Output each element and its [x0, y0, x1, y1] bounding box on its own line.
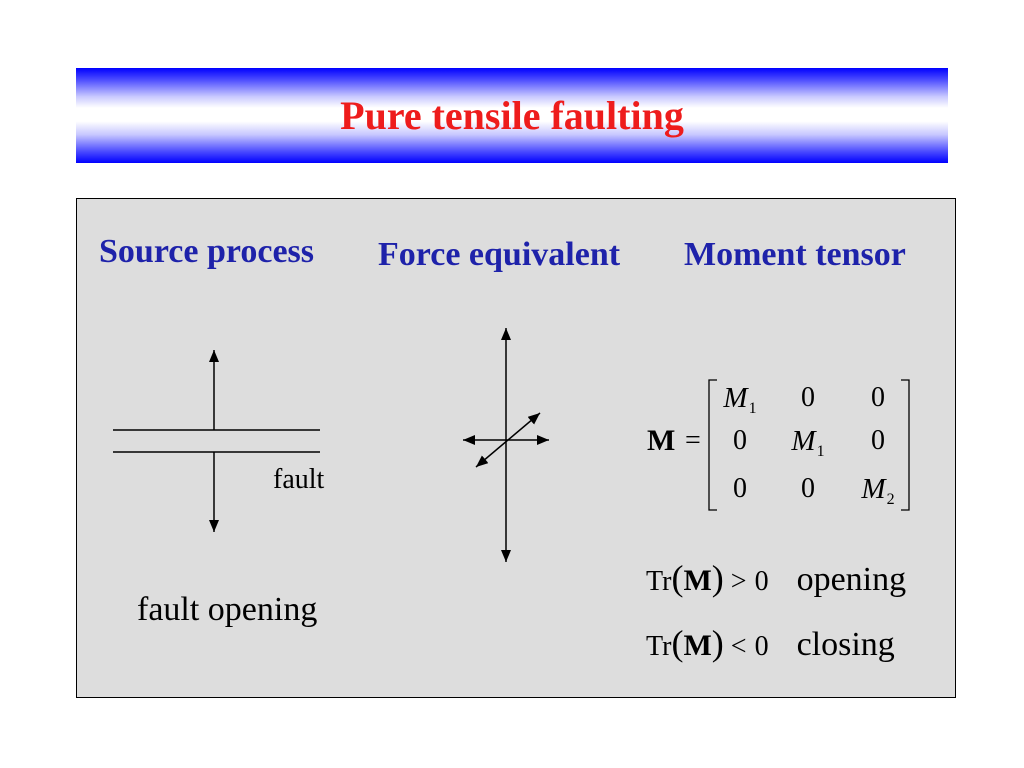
heading-source-process: Source process — [99, 233, 315, 270]
matrix-left-bracket — [708, 379, 717, 511]
heading-force-equivalent: Force equivalent — [378, 236, 621, 273]
relation-symbol: < — [730, 631, 747, 662]
matrix-cell-r3-c2: 0 — [801, 473, 815, 504]
title-bar: Pure tensile faulting — [76, 68, 948, 163]
close-paren: ) — [711, 623, 724, 663]
open-paren: ( — [671, 623, 684, 663]
matrix-cell-r2-c1: 0 — [733, 425, 747, 456]
trace-operator: Tr — [646, 566, 672, 597]
trace-operator: Tr — [646, 631, 672, 662]
slide-title: Pure tensile faulting — [340, 92, 684, 138]
heading-moment-tensor: Moment tensor — [684, 236, 906, 273]
matrix-cell-r3-c1: 0 — [733, 473, 747, 504]
matrix-cell-r1-c2: 0 — [801, 382, 815, 413]
force-diagonal-dipole — [475, 412, 541, 468]
matrix-cell-subscript: 1 — [816, 443, 825, 460]
trace-condition-opening: Tr(M)>0 opening — [646, 558, 906, 602]
fault-label: fault — [273, 464, 325, 495]
source-process-diagram — [113, 350, 320, 532]
equals-sign: = — [685, 425, 701, 456]
moment-tensor-symbol: M — [647, 424, 676, 457]
matrix-cell-r1-c3: 0 — [871, 382, 885, 413]
relation-value: 0 — [754, 566, 769, 597]
relation-symbol: > — [730, 566, 747, 597]
close-paren: ) — [711, 558, 724, 598]
condition-meaning: opening — [796, 561, 907, 598]
matrix-cell-base: M — [723, 382, 748, 414]
condition-meaning: closing — [796, 626, 895, 663]
trace-argument: M — [683, 629, 712, 662]
matrix-right-bracket — [901, 379, 910, 511]
matrix-cell-subscript: 1 — [748, 400, 757, 417]
matrix-cell-base: M — [791, 425, 816, 457]
trace-argument: M — [683, 564, 712, 597]
matrix-cell-r2-c2: M1 — [778, 425, 838, 461]
matrix-cell-r3-c3: M2 — [848, 473, 908, 509]
fault-opening-caption: fault opening — [137, 591, 318, 628]
matrix-cell-r1-c1: M1 — [710, 382, 770, 418]
matrix-cell-base: M — [861, 473, 886, 505]
relation-value: 0 — [754, 631, 769, 662]
open-paren: ( — [671, 558, 684, 598]
trace-condition-closing: Tr(M)<0 closing — [646, 623, 895, 667]
force-equivalent-diagram — [463, 328, 549, 562]
matrix-brackets — [708, 379, 910, 511]
matrix-cell-r2-c3: 0 — [871, 425, 885, 456]
matrix-cell-subscript: 2 — [886, 491, 895, 508]
